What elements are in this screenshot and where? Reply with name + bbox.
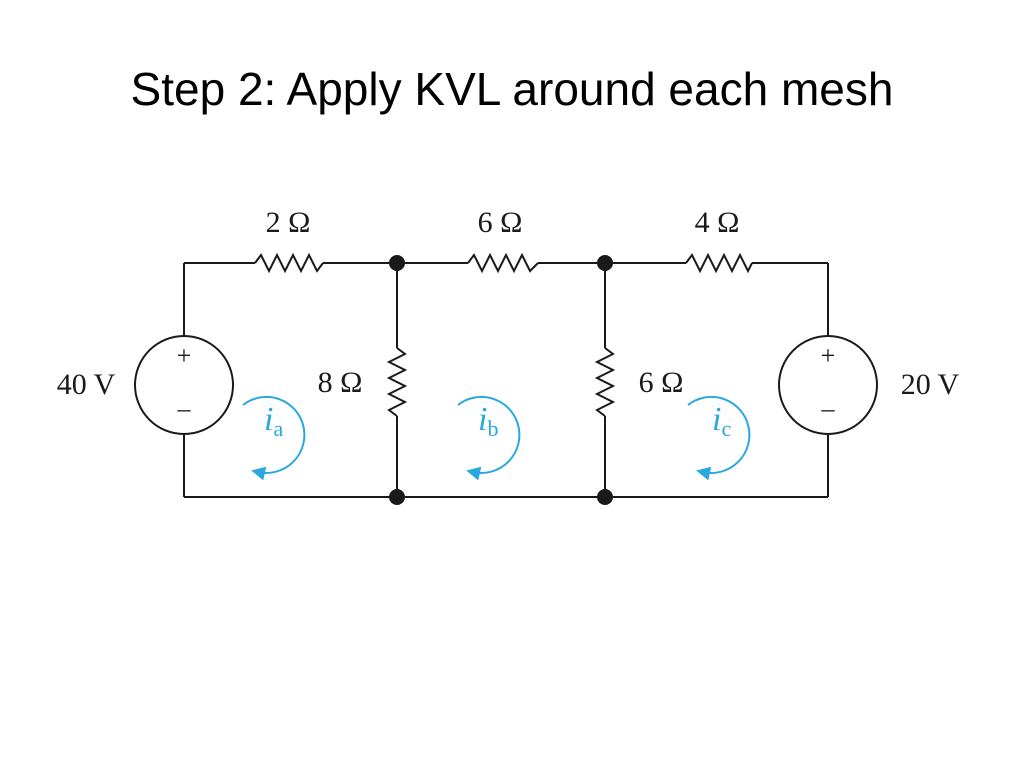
source-20v-symbol xyxy=(778,335,878,435)
resistor-6ohm-vertical xyxy=(594,347,616,417)
mesh-label-a: ia xyxy=(264,401,283,441)
node-top-left xyxy=(389,255,405,271)
mesh-arrow-c xyxy=(687,395,751,481)
label-6ohm-vertical: 6 Ω xyxy=(639,366,684,399)
source-20v-minus: – xyxy=(821,394,836,423)
mesh-label-b: ib xyxy=(478,401,498,441)
label-20v: 20 V xyxy=(901,368,960,401)
mesh-arrow-b xyxy=(457,395,521,481)
resistor-2ohm xyxy=(254,252,324,274)
source-20v-plus: + xyxy=(821,341,836,370)
source-40v-plus: + xyxy=(177,341,192,370)
mesh-arrow-a xyxy=(242,395,306,481)
source-40v-minus: – xyxy=(177,394,192,423)
resistor-4ohm xyxy=(685,252,753,274)
label-8ohm: 8 Ω xyxy=(318,366,363,399)
resistor-6ohm-top xyxy=(467,252,539,274)
label-4ohm: 4 Ω xyxy=(695,206,740,239)
source-40v-symbol xyxy=(134,335,234,435)
node-top-right xyxy=(597,255,613,271)
label-6ohm-top: 6 Ω xyxy=(478,206,523,239)
resistor-8ohm xyxy=(386,347,408,417)
label-2ohm: 2 Ω xyxy=(266,206,311,239)
label-40v: 40 V xyxy=(57,368,116,401)
node-bottom-left xyxy=(389,489,405,505)
slide-title: Step 2: Apply KVL around each mesh xyxy=(130,63,894,115)
node-bottom-right xyxy=(597,489,613,505)
mesh-label-c: ic xyxy=(712,401,731,441)
